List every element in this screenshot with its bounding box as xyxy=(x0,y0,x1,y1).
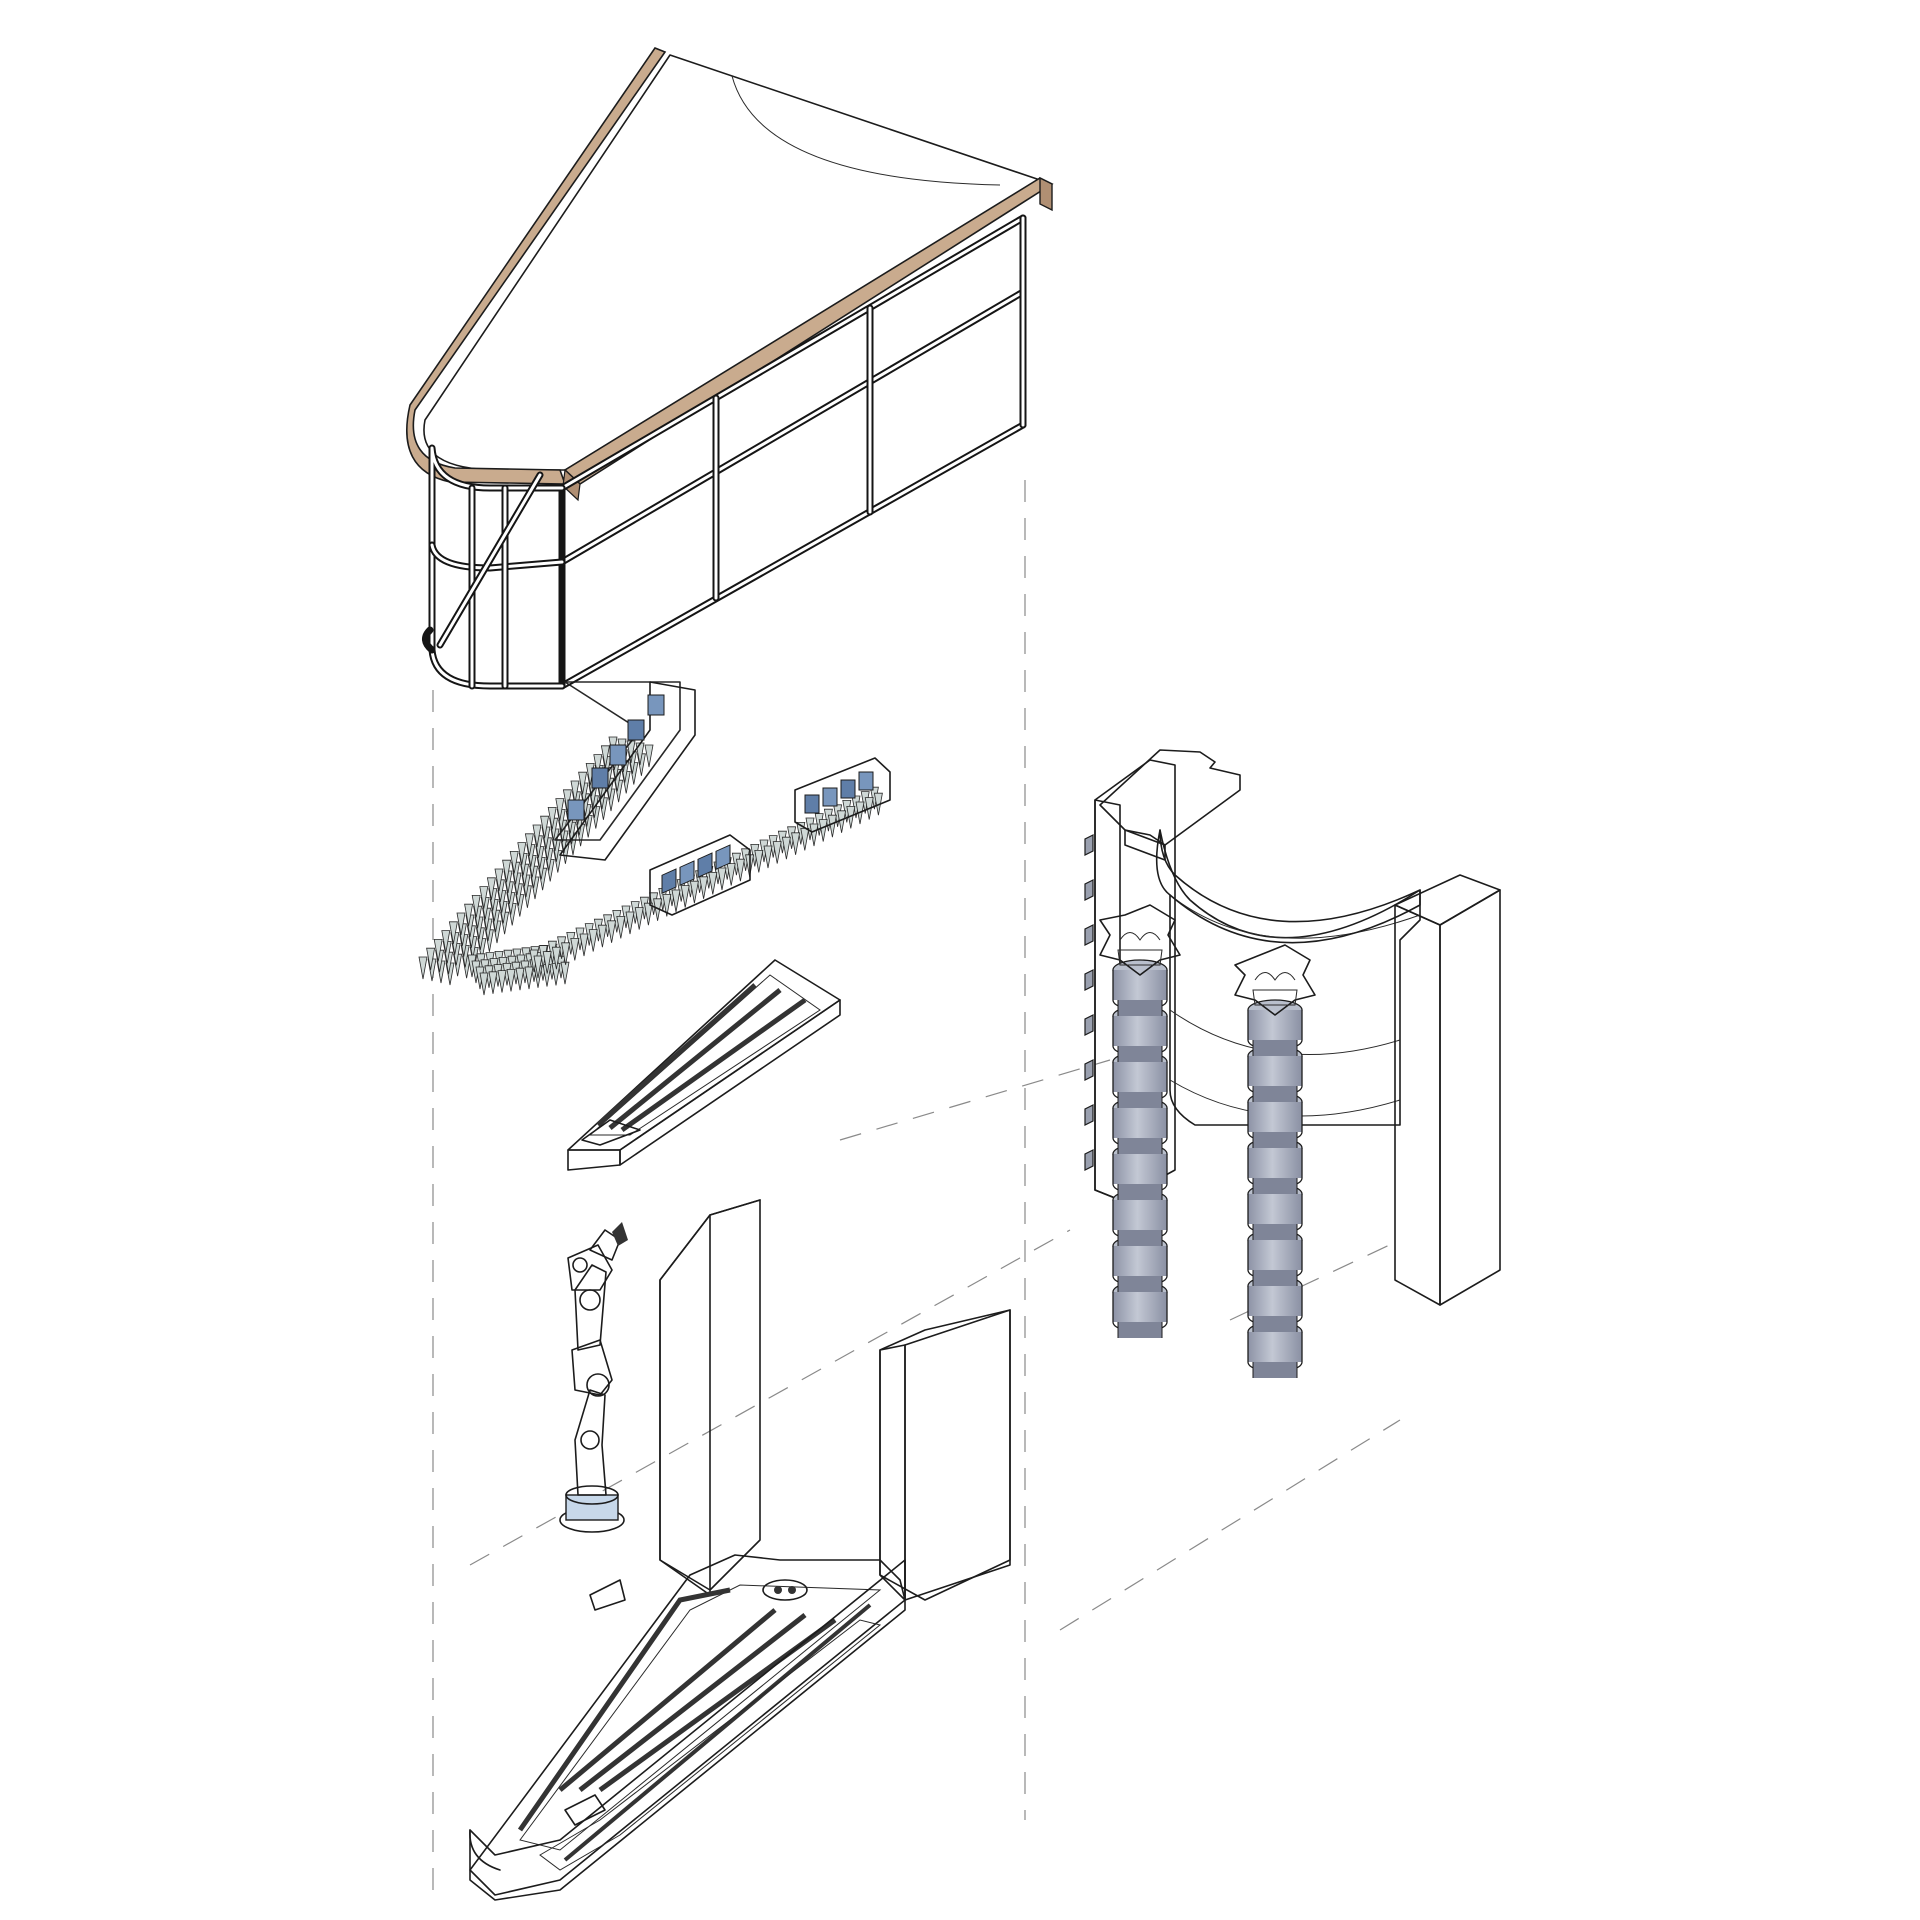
column-drum xyxy=(1247,999,1303,1057)
square-pier xyxy=(1394,874,1501,1306)
wall-notch xyxy=(1084,834,1094,856)
wall-notch xyxy=(1084,879,1094,901)
robot-arm xyxy=(559,1222,628,1533)
wall-notch xyxy=(1084,1059,1094,1081)
base-plinth-icon xyxy=(469,1199,1011,1901)
canopy-mullions xyxy=(558,214,1027,690)
beam-cells-left xyxy=(567,694,665,821)
wall-notches xyxy=(1084,834,1094,1171)
robot-arm-icon xyxy=(559,1222,628,1533)
spike xyxy=(418,956,428,980)
wall-notch xyxy=(1084,1149,1094,1171)
triangular-slab-icon xyxy=(567,959,841,1171)
modular-spike-beam-icon xyxy=(418,681,891,996)
beam-cells-right xyxy=(804,771,874,814)
curved-glass-facade-icon xyxy=(406,47,1054,690)
wall-notch xyxy=(1084,1014,1094,1036)
column-shaft-left xyxy=(1112,959,1168,1339)
column-portico xyxy=(1084,749,1501,1379)
hatch-icon xyxy=(762,1579,808,1601)
corinthian-column-icon xyxy=(1099,904,1181,1339)
column-shaft-right xyxy=(1247,999,1303,1379)
spike xyxy=(644,744,654,768)
spiked-beams xyxy=(418,681,891,996)
wall-notch xyxy=(1084,1104,1094,1126)
triangular-slab xyxy=(567,959,841,1171)
wall-notch xyxy=(1084,969,1094,991)
beam-cells-mid xyxy=(661,844,731,894)
glazed-canopy xyxy=(406,47,1054,690)
wall-notch xyxy=(1084,924,1094,946)
base-assembly xyxy=(469,1199,1011,1901)
corinthian-column-icon xyxy=(1234,944,1316,1379)
column-drum xyxy=(1112,959,1168,1017)
canopy-curved-end xyxy=(422,444,566,690)
